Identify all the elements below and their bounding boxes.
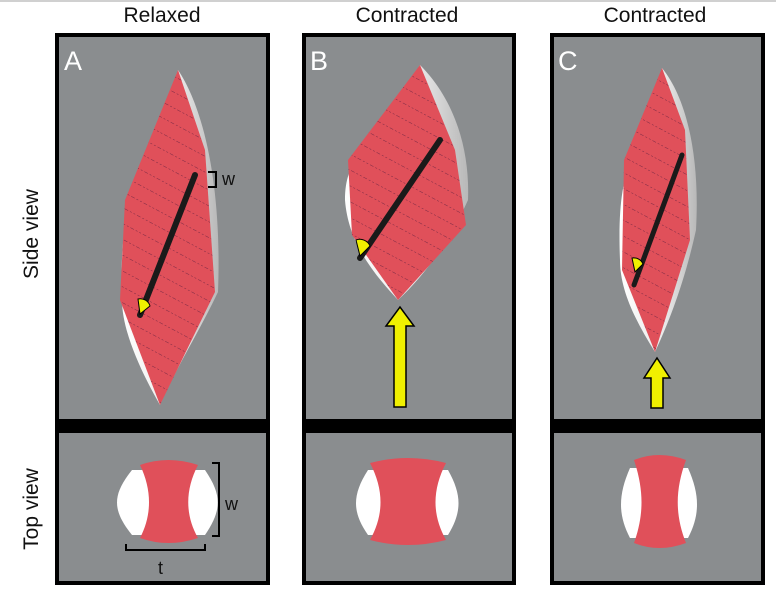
width-bracket-top-a	[212, 462, 220, 537]
width-label-side-a: w	[221, 169, 236, 189]
divider-bar-b	[302, 421, 516, 431]
top-rule	[0, 0, 776, 2]
column-title-relaxed: Relaxed	[123, 4, 201, 27]
panel-letter-b: B	[310, 46, 328, 76]
muscle-belly-c	[622, 68, 690, 352]
column-a: A w w t	[55, 33, 270, 585]
column-c: C	[550, 33, 765, 585]
top-view-muscle-a	[140, 460, 198, 543]
divider-bar-a	[55, 421, 270, 431]
pennation-angle-marker-b	[355, 238, 371, 257]
column-title-contracted-b: Contracted	[355, 4, 459, 27]
width-label-top-a: w	[224, 494, 239, 514]
force-arrow-b	[384, 305, 416, 408]
pennation-angle-marker-c	[631, 257, 644, 274]
top-view-muscle-c	[634, 455, 686, 548]
top-view-muscle-b	[370, 458, 446, 545]
divider-bar-c	[550, 421, 765, 431]
thickness-bracket-a	[125, 544, 206, 551]
muscle-belly-b	[348, 65, 466, 300]
thickness-label-a: t	[158, 558, 163, 578]
column-title-contracted-c: Contracted	[603, 4, 707, 27]
width-bracket-side-a	[208, 171, 217, 188]
tendon-line-a	[137, 172, 198, 318]
pennation-angle-marker-a	[137, 298, 151, 315]
column-b: B	[302, 33, 516, 585]
panel-letter-c: C	[558, 46, 578, 76]
force-arrow-c	[642, 356, 672, 409]
panel-letter-a: A	[64, 46, 82, 76]
